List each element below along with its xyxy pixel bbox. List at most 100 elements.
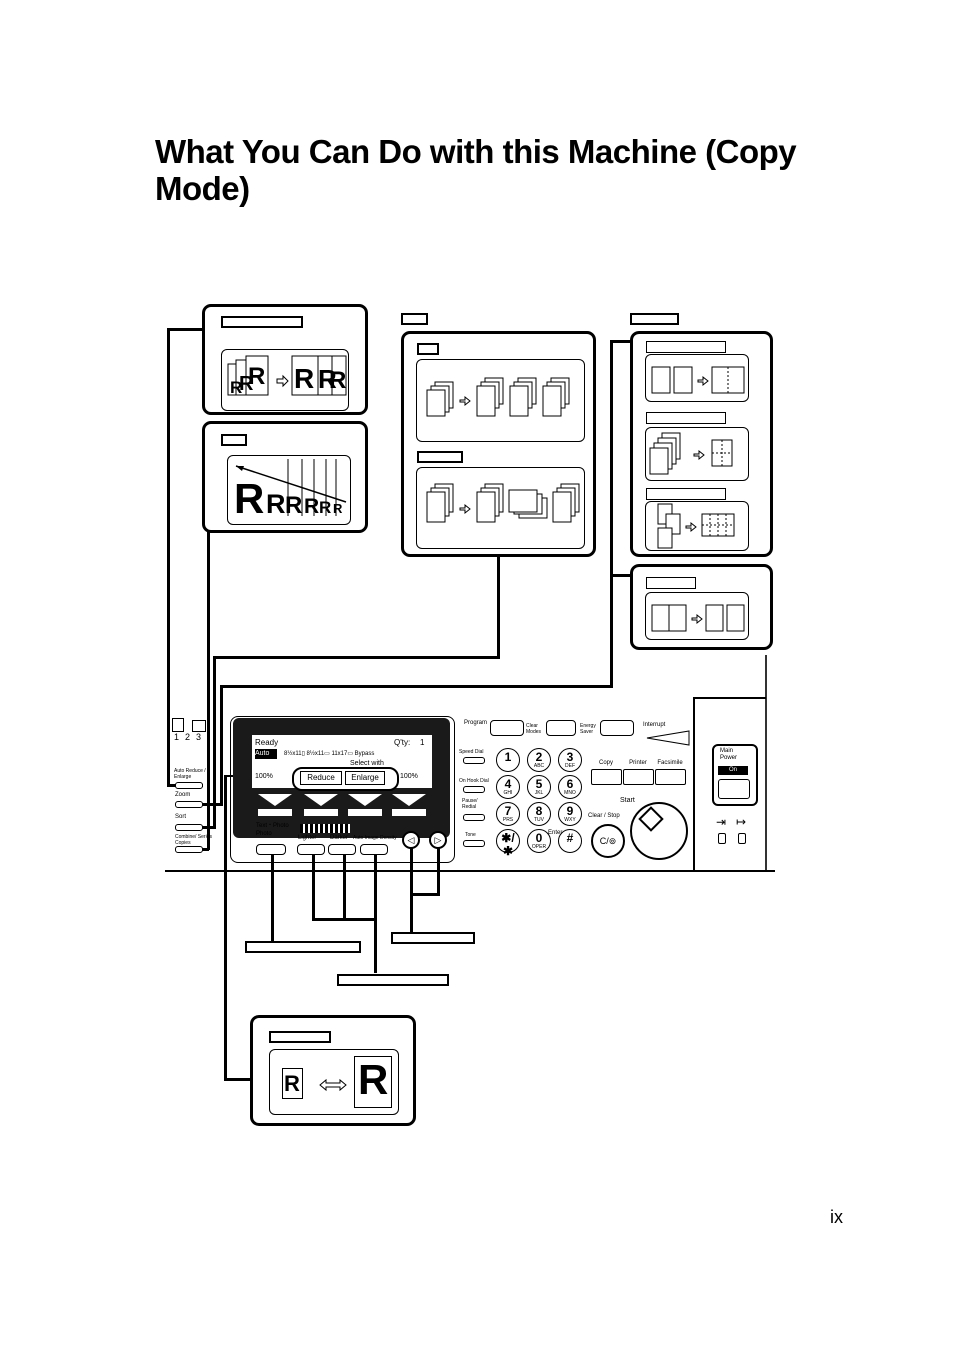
combine-key-label: Combine/ Series Copies [175, 834, 212, 846]
keypad-key[interactable]: 1 [496, 748, 520, 772]
tone-label: Tone [465, 832, 476, 838]
auto-reduce-enlarge-box: R R R R R R [202, 304, 368, 415]
combine-8-illustration [657, 503, 735, 549]
keypad-digit: 0 [535, 831, 543, 845]
tray-indicators: 1 2 3 [170, 718, 210, 752]
tone-button[interactable] [463, 840, 485, 847]
zoom-label [221, 434, 247, 446]
energy-saver-label: Energy Saver [580, 723, 596, 735]
communicating-icon: ↦ [736, 815, 747, 829]
clear-stop-button[interactable]: C/⊚ [591, 824, 625, 858]
facsimile-tab[interactable]: Facsimile [655, 760, 686, 785]
svg-text:R: R [285, 492, 302, 519]
svg-text:R: R [294, 363, 314, 394]
enlarge-button[interactable]: Enlarge [345, 771, 385, 785]
main-power-switch[interactable] [718, 779, 750, 799]
combine-4-illustration [649, 432, 733, 475]
keypad-letters: PRS [502, 817, 514, 823]
keypad-digit: 9 [566, 804, 574, 818]
keypad-letters: JKL [534, 790, 544, 796]
original-type-label [245, 941, 361, 953]
auto-reduce-illustration: R R R R R R [227, 355, 347, 397]
keypad-digit: 4 [504, 777, 512, 791]
clear-modes-button[interactable] [546, 720, 576, 736]
keypad-key[interactable]: ✱/✱ [496, 829, 520, 858]
svg-text:R: R [234, 475, 264, 522]
reduce-button[interactable]: Reduce [300, 771, 342, 785]
start-label: Start [620, 797, 635, 804]
program-button[interactable] [490, 720, 524, 736]
function-tabs: Copy Printer Facsimile [591, 760, 686, 785]
zoom-box: R R R R R R [202, 421, 368, 533]
darker-label: Darker [330, 835, 349, 841]
lcd-status: Ready [255, 738, 279, 747]
original-type-button[interactable] [256, 844, 286, 855]
interrupt-button[interactable] [645, 729, 693, 747]
four-page-combine-label [646, 412, 726, 424]
right-arrow-button[interactable]: ▷ [429, 831, 447, 849]
combine-box [630, 331, 773, 557]
combine-header-label [630, 313, 679, 325]
speed-dial-button[interactable] [463, 757, 485, 764]
svg-text:R: R [230, 378, 242, 397]
clear-modes-label: Clear Modes [526, 723, 542, 735]
printer-tab[interactable]: Printer [623, 760, 654, 785]
svg-text:R: R [266, 489, 286, 519]
size-magnification-box: R R [250, 1015, 416, 1126]
eight-page-combine-label [646, 488, 726, 500]
keypad-letters: GHI [503, 790, 513, 796]
left-arrow-button[interactable]: ◁ [402, 831, 420, 849]
lcd-paper-auto[interactable]: Auto [255, 749, 277, 759]
pause-label: Pause/ Redial [462, 798, 478, 810]
lighter-button[interactable] [297, 844, 325, 855]
main-power-frame [712, 744, 758, 806]
small-r: R [284, 1071, 300, 1096]
energy-saver-button[interactable] [600, 720, 634, 736]
sort-button[interactable] [175, 824, 203, 831]
lcd-ratio: 100% [255, 773, 273, 780]
svg-text:R: R [333, 501, 343, 516]
keypad-key[interactable]: # [558, 829, 582, 853]
large-r: R [358, 1056, 389, 1103]
darker-lighter-label [391, 932, 475, 944]
svg-text:R: R [319, 498, 331, 517]
on-hook-button[interactable] [463, 786, 485, 793]
main-power-label: Main Power [720, 748, 738, 761]
selection-keys[interactable] [250, 792, 450, 822]
density-scale [300, 824, 350, 833]
auto-density-label: Auto Image Density [353, 835, 397, 841]
start-button[interactable] [630, 802, 688, 860]
photo-label: Photo [256, 831, 272, 837]
zoom-button[interactable] [175, 801, 203, 808]
series-copies-box [630, 564, 773, 650]
darker-button[interactable] [328, 844, 356, 855]
data-in-icon: ⇥ [716, 815, 727, 829]
sort-label [417, 343, 439, 355]
auto-reduce-label [221, 316, 303, 328]
auto-reduce-button[interactable] [175, 782, 203, 789]
keypad-digit: 6 [566, 777, 574, 791]
svg-text:R: R [248, 363, 265, 390]
keypad-digit: 3 [566, 750, 574, 764]
lcd-paper-sizes[interactable]: 8½x11▯ 8½x11▭ 11x17▭ Bypass [284, 751, 375, 757]
combine-2-illustration [651, 366, 745, 394]
copy-tab[interactable]: Copy [591, 760, 622, 785]
speed-dial-label: Speed Dial [459, 749, 484, 755]
lcd-select-hint: Select with [350, 760, 384, 767]
combine-button[interactable] [175, 846, 203, 853]
lcd-qty-label: Q'ty: [394, 738, 411, 747]
text-photo-label: Text・Photo [256, 823, 289, 829]
svg-text:R: R [329, 367, 346, 394]
interrupt-label: Interrupt [643, 722, 666, 728]
pause-button[interactable] [463, 814, 485, 821]
auto-density-button[interactable] [360, 844, 388, 855]
